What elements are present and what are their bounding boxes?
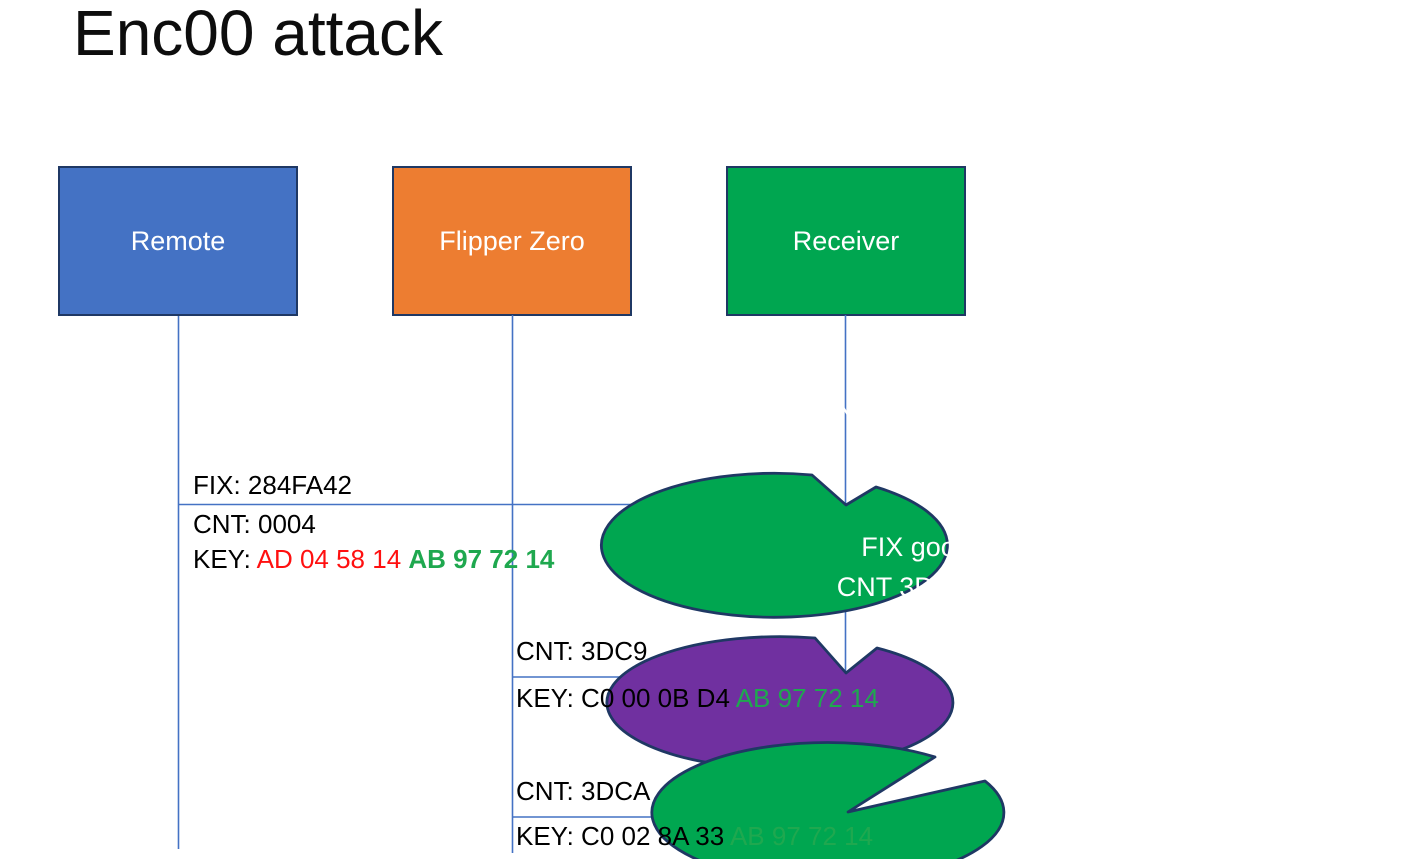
actor-label-flipper-zero: Flipper Zero [439, 225, 585, 256]
page-title: Enc00 attack [73, 0, 443, 69]
msg3-key-label: KEY: C0 02 8A 33 AB 97 72 14 [516, 822, 873, 850]
msg1-key-green-bytes: AB 97 72 14 [408, 544, 555, 574]
msg1-key-red-bytes: AD 04 58 14 [256, 544, 409, 574]
speech-bubble-2-text: FIX good CNT 3DC9 is future code [746, 527, 1086, 647]
bubble3-line3: “Opened” [1033, 750, 1149, 780]
msg1-key-label: KEY: AD 04 58 14 AB 97 72 14 [193, 545, 554, 573]
msg2-key-label: KEY: C0 00 0B D4 AB 97 72 14 [516, 684, 879, 712]
bubble2-line3: future code [848, 612, 984, 642]
actor-label-receiver: Receiver [792, 225, 900, 256]
speech-bubble-3 [650, 741, 1006, 859]
bubble1-line3: “Opened” [857, 442, 973, 472]
actor-label-remote: Remote [130, 225, 226, 256]
msg3-key-prefix: KEY: C0 02 8A 33 [516, 821, 730, 851]
actor-box-flipper-zero: Flipper Zero [392, 166, 632, 316]
msg3-cnt-label: CNT: 3DCA [516, 776, 651, 806]
msg2-key-prefix: KEY: C0 00 0B D4 [516, 683, 736, 713]
bubble1-line2: CNT 0001 good [819, 402, 1011, 432]
msg3-key-green-bytes: AB 97 72 14 [729, 821, 874, 851]
bubble2-line2: CNT 3DC9 is [836, 572, 996, 602]
speech-bubble-1 [600, 471, 949, 619]
speech-bubble-3-text: FIX good CNT is 3DCA “Opened” [921, 665, 1261, 785]
bubble2-line1: FIX good [861, 532, 971, 562]
speech-bubble-1-text: FIX good CNT 0001 good “Opened” [745, 357, 1085, 477]
bubble1-line1: FIX good [860, 362, 970, 392]
msg2-cnt-label: CNT: 3DC9 [516, 636, 648, 666]
msg1-cnt-label: CNT: 0004 [193, 509, 316, 539]
msg2-key-green-bytes: AB 97 72 14 [735, 683, 879, 713]
actor-box-remote: Remote [58, 166, 298, 316]
actor-box-receiver: Receiver [726, 166, 966, 316]
msg1-key-prefix: KEY: [193, 544, 257, 574]
bubble3-line2: CNT is 3DCA [1010, 710, 1172, 740]
msg1-fix-label: FIX: 284FA42 [193, 470, 352, 500]
bubble3-line1: FIX good [1036, 670, 1146, 700]
